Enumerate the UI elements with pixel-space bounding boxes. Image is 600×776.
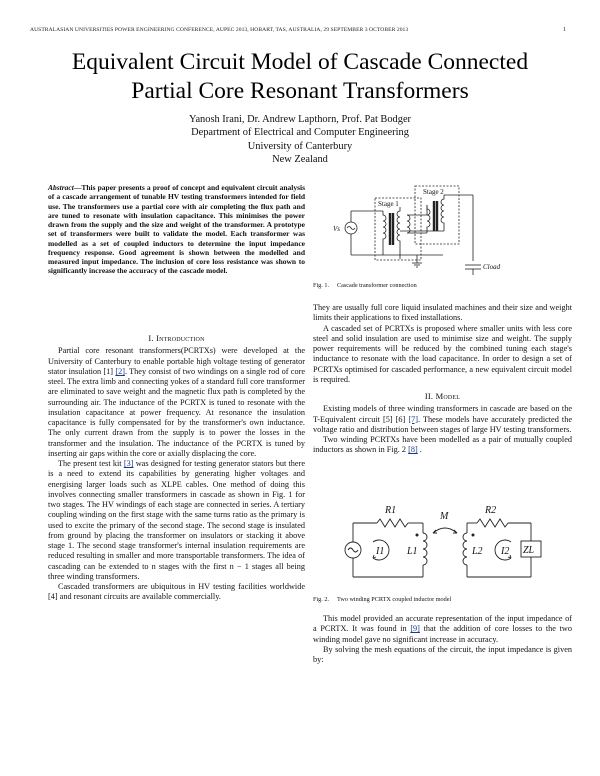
running-header: AUSTRALASIAN UNIVERSITIES POWER ENGINEER…	[30, 27, 566, 33]
stage-1-hv-coil	[396, 207, 401, 259]
model-paragraph-1: Existing models of three winding transfo…	[313, 404, 572, 434]
figure-2-caption-text: Two winding PCRTX coupled inductor model	[337, 596, 452, 603]
dot-marker-l2	[471, 533, 475, 537]
label-i2: I2	[500, 546, 509, 557]
label-m: M	[439, 511, 449, 522]
section-title: Model	[435, 391, 461, 401]
stage-1-primary-coil	[382, 211, 387, 255]
conference-running-head: AUSTRALASIAN UNIVERSITIES POWER ENGINEER…	[30, 27, 409, 33]
label-l2: L2	[471, 546, 483, 557]
label-i1: I1	[375, 546, 384, 557]
right-column-text: They are usually full core liquid insula…	[313, 303, 572, 456]
figure-2-caption-label: Fig. 2.	[313, 596, 329, 603]
section-heading-introduction: I. Introduction	[48, 333, 305, 343]
current-i1-arrow-icon	[372, 539, 390, 561]
citation-link[interactable]: [7]	[408, 414, 418, 424]
inductor-l1-icon	[422, 532, 428, 566]
source-voltage-label: Vs	[333, 225, 340, 233]
title-line-1: Equivalent Circuit Model of Cascade Conn…	[71, 49, 529, 75]
citation-link[interactable]: [2]	[115, 366, 125, 376]
section-numeral: I.	[148, 333, 154, 343]
section-numeral: II.	[424, 391, 434, 401]
page-number: 1	[562, 27, 566, 33]
dot-marker-l1	[415, 533, 419, 537]
stage-1-tertiary-coil	[406, 214, 411, 234]
section-title: Introduction	[156, 333, 205, 343]
stage-1-box	[374, 197, 422, 261]
model-continued-text: This model provided an accurate represen…	[313, 614, 572, 665]
label-r2: R2	[484, 505, 496, 516]
figure-1-caption: Fig. 1. Cascade transformer connection	[313, 282, 417, 290]
paper-title: Equivalent Circuit Model of Cascade Conn…	[0, 48, 600, 106]
author-country: New Zealand	[272, 153, 328, 165]
model-paragraph-2: Two winding PCRTXs have been modelled as…	[313, 435, 572, 455]
intro-paragraph-2: The present test kit [3] was designed fo…	[48, 459, 305, 581]
label-l1: L1	[406, 546, 418, 557]
model-paragraph-4: By solving the mesh equations of the cir…	[313, 644, 572, 664]
title-line-2: Partial Core Resonant Transformers	[131, 78, 469, 104]
model-paragraph-3: This model provided an accurate represen…	[313, 614, 573, 644]
mutual-coupling-arrow-icon	[432, 527, 458, 534]
author-block: Yanosh Irani, Dr. Andrew Lapthorn, Prof.…	[0, 113, 600, 166]
stage-2-hv-coil	[440, 195, 445, 231]
figure-1-cascade-diagram: Stage 1 Stage 2 Vs Cload	[333, 185, 501, 275]
citation-link[interactable]: [9]	[410, 624, 420, 634]
current-i2-arrow-icon	[494, 539, 512, 561]
figure-2-caption: Fig. 2. Two winding PCRTX coupled inducto…	[313, 596, 451, 604]
inductor-l2-icon	[462, 532, 468, 566]
intro-continued-paragraph: They are usually full core liquid insula…	[313, 303, 572, 323]
abstract-lead: Abstract	[48, 183, 74, 192]
section-heading-model: II. Model	[313, 391, 572, 401]
stage-2-label: Stage 2	[423, 188, 444, 196]
author-department: Department of Electrical and Computer En…	[191, 127, 409, 139]
load-capacitance-label: Cload	[483, 263, 501, 271]
citation-link[interactable]: [3]	[123, 459, 134, 468]
abstract-text: —This paper presents a proof of concept …	[48, 183, 305, 276]
stage-1-label: Stage 1	[378, 200, 399, 208]
author-names: Yanosh Irani, Dr. Andrew Lapthorn, Prof.…	[188, 114, 412, 125]
abstract: Abstract—This paper presents a proof of …	[48, 183, 305, 276]
section-introduction: I. Introduction Partial core resonant tr…	[48, 333, 305, 603]
resistor-r1-icon	[376, 518, 409, 528]
stage-2-primary-coil	[426, 205, 431, 233]
resistor-r2-icon	[476, 518, 509, 528]
figure-1-caption-label: Fig. 1.	[313, 282, 329, 289]
intro-paragraph-proposal: A cascaded set of PCRTXs is proposed whe…	[313, 323, 572, 384]
label-zl: ZL	[523, 545, 535, 556]
figure-1-caption-text: Cascade transformer connection	[337, 282, 417, 289]
intro-paragraph-3: Cascaded transformers are ubiquitous in …	[48, 582, 305, 602]
figure-2-coupled-inductor-diagram: R1 R2 M I1 I2 L1 L2 ZL	[344, 505, 542, 578]
citation-link[interactable]: [8]	[408, 445, 418, 455]
intro-paragraph-1: Partial core resonant transformers(PCRTX…	[48, 346, 305, 458]
author-university: University of Canterbury	[247, 140, 353, 152]
label-r1: R1	[384, 505, 396, 516]
